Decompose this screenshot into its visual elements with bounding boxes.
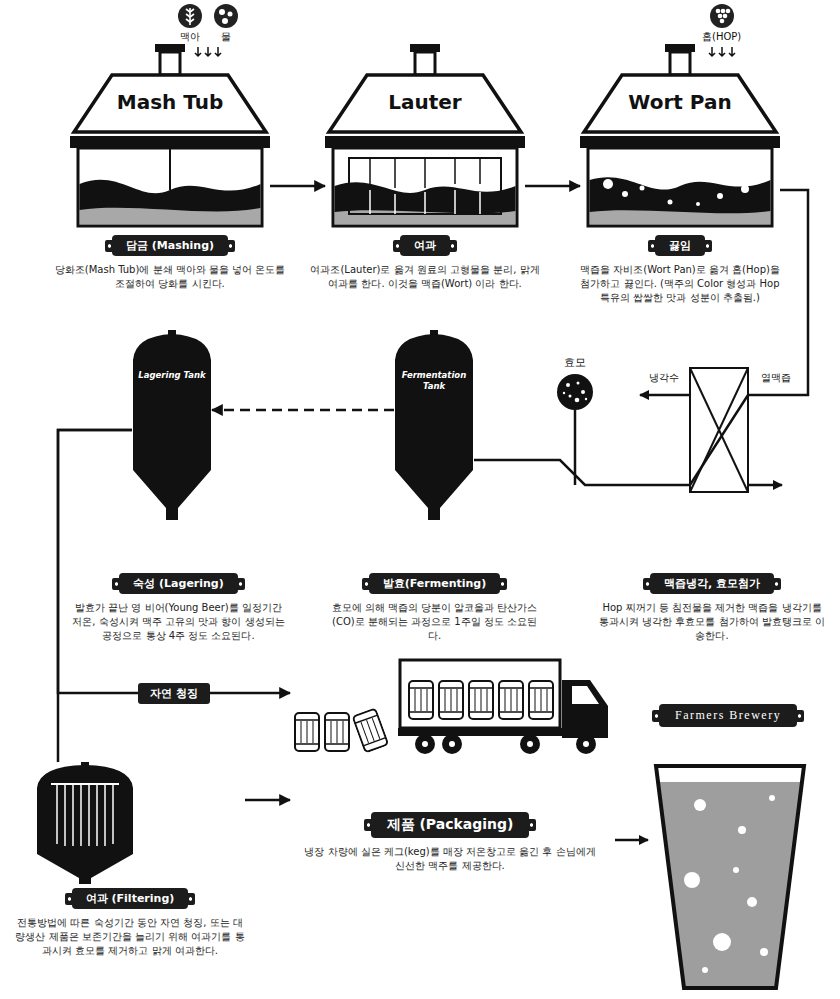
flow-connector: [212, 409, 394, 412]
part-label: 냉각수: [649, 371, 679, 385]
step-description: 전통방법에 따른 숙성기간 동안 자연 청징, 또는 대량생산 제품은 보존기간…: [15, 916, 245, 959]
step-label: 숙성 (Lagering): [119, 573, 238, 594]
filter-tank: [35, 762, 135, 884]
tank-name: Lagering Tank: [132, 370, 212, 381]
flow-connector: [245, 799, 290, 802]
step-label: Farmers Brewery: [659, 704, 797, 727]
flow-connector: [58, 430, 132, 762]
step-plate: 맥즙냉각, 효모첨가 Hop 찌꺼기 등 침전물을 제거한 맥즙을 냉각기를 통과…: [598, 572, 826, 644]
mash-tub: Mash Tub: [70, 44, 270, 228]
lauter-tun: Lauter: [325, 44, 525, 228]
yeast-symbol: [557, 374, 593, 410]
step-description: 여과조(Lauter)로 옮겨 원료의 고형물을 분리, 맑게 여과를 한다. …: [310, 263, 540, 291]
part-label: 물: [221, 30, 231, 44]
fermentation-tank: Fermentation Tank: [394, 330, 474, 520]
input-arrows: [195, 47, 735, 56]
edge-label: 자연 청징: [138, 683, 210, 704]
tank-name: Wort Pan: [580, 90, 780, 114]
step-plate: 숙성 (Lagering) 발효가 끝난 영 비어(Young Beer)를 일정…: [71, 572, 286, 644]
hop-icon: [710, 4, 734, 28]
truck-illustration: [290, 650, 610, 760]
part-label: 효모: [564, 355, 586, 370]
step-plate: 끓임맥즙을 자비조(Wort Pan)로 옮겨 홉(Hop)을 첨가하고 끓인다…: [580, 234, 780, 306]
packaging-step: 제품 (Packaging) 냉장 차량에 실은 케그(keg)를 매장 저온창고…: [290, 650, 610, 873]
tank-name: Mash Tub: [70, 90, 270, 114]
step-label: 맥즙냉각, 효모첨가: [650, 573, 774, 594]
tank-outline: [70, 44, 270, 228]
wort-pan: Wort Pan: [580, 44, 780, 228]
serve-arrow: [615, 839, 648, 842]
flow-connector: [525, 185, 580, 188]
cooling-water-arrow: [640, 394, 690, 397]
tank-name: Lauter: [325, 90, 525, 114]
outlet-arrow: [748, 484, 782, 487]
step-plate: 담금 (Mashing) 당화조(Mash Tub)에 분쇄 맥아와 물을 넣어 …: [50, 234, 290, 291]
step-description: 냉장 차량에 실은 케그(keg)를 매장 저온창고로 옮긴 후 손님에게 신선…: [300, 845, 600, 873]
step-description: 발효가 끝난 영 비어(Young Beer)를 일정기간 저온, 숙성시켜 맥…: [71, 601, 286, 644]
step-label: 담금 (Mashing): [112, 235, 228, 256]
step-plate: 발효(Fermenting) 효모에 의해 맥즙의 당분이 알코올과 탄산가스(C…: [327, 572, 542, 644]
brand-plate: Farmers Brewery: [659, 704, 797, 727]
step-label: 발효(Fermenting): [369, 573, 501, 594]
part-label: 홉(HOP): [702, 30, 741, 44]
part-label: 열맥즙: [761, 371, 791, 385]
filter-step: 여과 (Filtering) 전통방법에 따른 숙성기간 동안 자연 청징, 또는…: [15, 762, 245, 959]
step-label: 제품 (Packaging): [371, 812, 530, 838]
step-description: Hop 찌꺼기 등 침전물을 제거한 맥즙을 냉각기를 통과시켜 냉각한 후효모…: [598, 601, 826, 644]
tank-name: Fermentation Tank: [394, 370, 474, 392]
tank-outline: [325, 44, 525, 228]
beer-glass: [656, 766, 804, 988]
tank-outline: [394, 330, 474, 520]
flow-connector: [270, 185, 325, 188]
tank-outline: [132, 330, 212, 520]
step-plate: 여과여과조(Lauter)로 옮겨 원료의 고형물을 분리, 맑게 여과를 한다…: [310, 234, 540, 291]
malt-icon: [178, 4, 202, 28]
step-description: 당화조(Mash Tub)에 분쇄 맥아와 물을 넣어 온도를 조절하여 당화를…: [50, 263, 290, 291]
lagering-tank: Lagering Tank: [132, 330, 212, 520]
step-label: 끓임: [655, 235, 705, 256]
part-label: 맥아: [180, 30, 200, 44]
water-icon: [214, 4, 238, 28]
tank-outline: [580, 44, 780, 228]
step-description: 효모에 의해 맥즙의 당분이 알코올과 탄산가스(CO)로 분해되는 과정으로 …: [327, 601, 542, 644]
step-description: 맥즙을 자비조(Wort Pan)로 옮겨 홉(Hop)을 첨가하고 끓인다. …: [580, 263, 780, 306]
step-label: 여과 (Filtering): [72, 888, 189, 909]
flow-connector: [474, 190, 808, 485]
step-label: 여과: [400, 235, 450, 256]
